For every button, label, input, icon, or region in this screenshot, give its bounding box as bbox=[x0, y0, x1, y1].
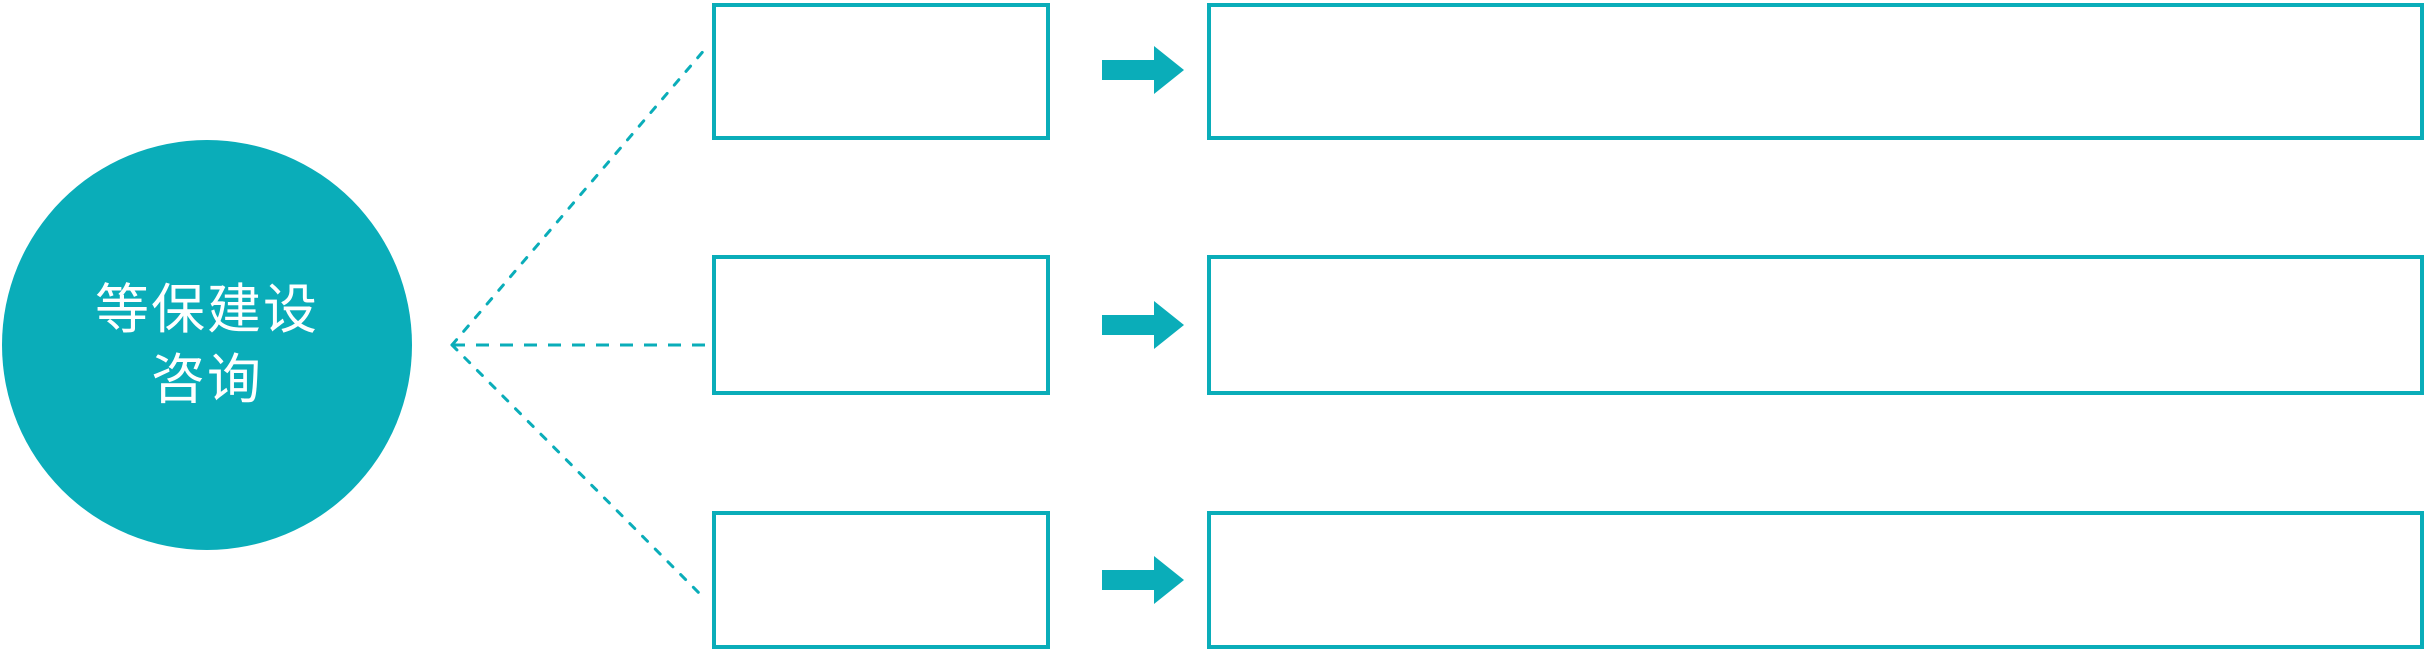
connector-line-row3 bbox=[450, 343, 708, 602]
hub-circle[interactable]: 等保建设 咨询 bbox=[2, 140, 412, 550]
detail-label-row3 bbox=[1211, 515, 2420, 543]
stage-label-row3 bbox=[716, 515, 1046, 543]
detail-box-row1[interactable] bbox=[1207, 3, 2424, 140]
detail-box-row2[interactable] bbox=[1207, 255, 2424, 395]
right-block-arrow-icon-row2 bbox=[1102, 300, 1184, 350]
stage-box-row3[interactable] bbox=[712, 511, 1050, 649]
detail-box-row3[interactable] bbox=[1207, 511, 2424, 649]
stage-label-row1 bbox=[716, 7, 1046, 35]
detail-label-row2 bbox=[1211, 259, 2420, 287]
right-block-arrow-icon-row1 bbox=[1102, 45, 1184, 95]
stage-box-row2[interactable] bbox=[712, 255, 1050, 395]
hub-label: 等保建设 咨询 bbox=[95, 279, 319, 410]
right-block-arrow-icon-row3 bbox=[1102, 555, 1184, 605]
detail-label-row1 bbox=[1211, 7, 2420, 35]
stage-box-row1[interactable] bbox=[712, 3, 1050, 140]
stage-label-row2 bbox=[716, 259, 1046, 287]
connector-line-row1 bbox=[450, 46, 708, 347]
